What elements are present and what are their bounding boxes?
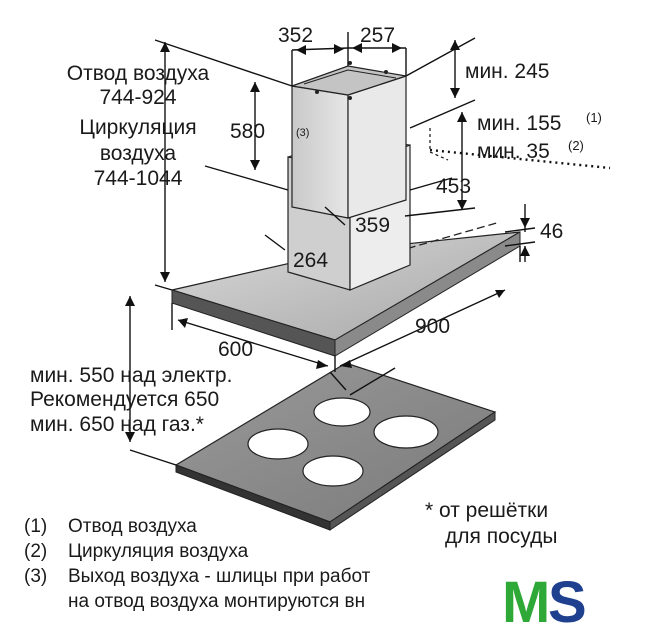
arrowheads xyxy=(125,40,530,442)
dim-min-35-ref: (2) xyxy=(568,138,584,153)
dim-min-35: мин. 35 xyxy=(477,140,550,163)
legend-num-1: (1) xyxy=(24,516,47,537)
legend-text-2: Циркуляция воздуха xyxy=(68,541,249,562)
air-duct-height-label: Отвод воздуха 744-924 Циркуляция воздуха… xyxy=(67,62,210,190)
dim-900: 900 xyxy=(415,315,450,338)
legend-num-2: (2) xyxy=(24,541,47,562)
footnote-line-2: для посуды xyxy=(445,525,557,548)
logo-m: M xyxy=(502,570,550,635)
air-duct-line-3: Циркуляция xyxy=(79,116,196,139)
dim-453: 453 xyxy=(436,175,471,198)
dim-580: 580 xyxy=(230,120,265,143)
upper-duct xyxy=(291,61,407,219)
burner-top xyxy=(313,397,371,427)
legend-num-3: (3) xyxy=(24,566,47,587)
height-note-2: Рекомендуется 650 xyxy=(30,388,219,411)
height-notes: мин. 550 над электр. Рекомендуется 650 м… xyxy=(30,364,232,436)
dim-46: 46 xyxy=(540,220,563,243)
dim-359: 359 xyxy=(355,214,390,237)
dim-min-245: мин. 245 xyxy=(465,60,549,83)
legend-text-1: Отвод воздуха xyxy=(68,516,197,537)
dim-min-155: мин. 155 xyxy=(477,112,561,135)
circulation-line xyxy=(429,148,611,170)
ms-logo: M S xyxy=(502,570,587,635)
legend-text-4: на отвод воздуха монтируются вн xyxy=(68,591,365,612)
burner-left xyxy=(247,428,309,460)
air-duct-line-2: 744-924 xyxy=(99,86,176,109)
burner-right xyxy=(373,415,439,449)
legend: (1) Отвод воздуха (2) Циркуляция воздуха… xyxy=(24,516,371,612)
legend-text-3: Выход воздуха - шлицы при работ xyxy=(68,566,371,587)
air-duct-line-4: воздуха xyxy=(100,142,177,165)
air-duct-line-1: Отвод воздуха xyxy=(67,62,210,85)
hob xyxy=(174,362,497,531)
dim-264: 264 xyxy=(293,249,328,272)
air-duct-line-5: 744-1044 xyxy=(94,167,183,190)
dim-600: 600 xyxy=(218,338,253,361)
dim-352: 352 xyxy=(278,24,313,47)
burner-bottom xyxy=(302,455,364,487)
circulation-bracket xyxy=(429,128,449,161)
slot-marker: (3) xyxy=(296,127,309,139)
dim-257: 257 xyxy=(360,24,395,47)
logo-s: S xyxy=(548,570,587,635)
footnote-line-1: * от решётки xyxy=(425,499,548,522)
height-note-1: мин. 550 над электр. xyxy=(30,364,232,387)
dim-min-155-ref: (1) xyxy=(586,110,602,125)
height-note-3: мин. 650 над газ.* xyxy=(30,413,204,436)
